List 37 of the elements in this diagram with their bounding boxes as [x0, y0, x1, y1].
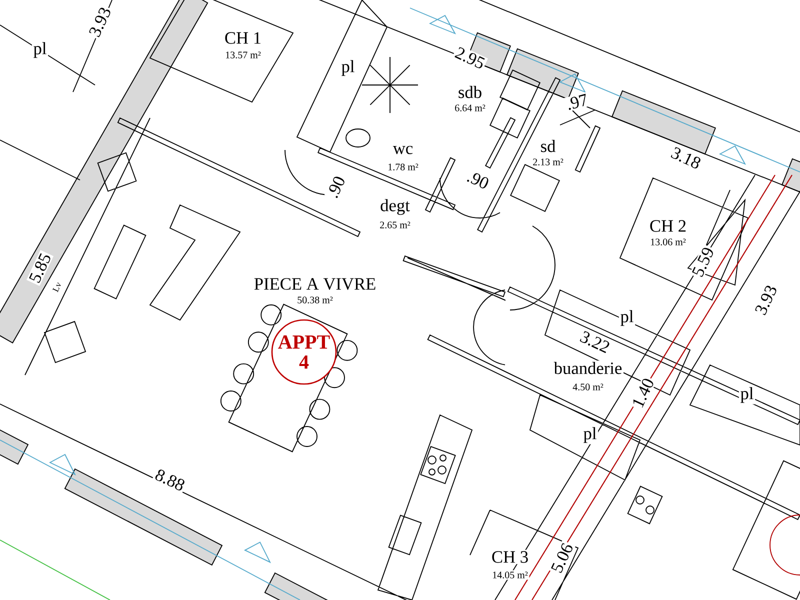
room-label: pl: [618, 308, 636, 328]
room-label: pl: [32, 40, 48, 60]
dimension-label: 3.22: [577, 328, 613, 356]
room-label: sd: [538, 138, 558, 154]
dimension-label: 3.18: [668, 144, 704, 172]
area-label: 6.64 m²: [453, 103, 487, 113]
room-label: pl: [340, 58, 356, 78]
dimension-label: .90: [324, 172, 348, 202]
dimension-label: .97: [563, 92, 591, 112]
dimension-label: 1.40: [630, 375, 657, 411]
room-label: CH 2: [648, 218, 688, 234]
area-label: 50.38 m²: [296, 295, 334, 305]
apartment-stamp: APPT 4: [271, 319, 337, 385]
dimension-label: 5.59: [690, 244, 716, 280]
dimension-label: 2.95: [452, 44, 488, 72]
area-label: 2.13 m²: [531, 157, 565, 167]
dimension-label: 5.85: [26, 250, 54, 286]
dimension-label: 3.93: [752, 282, 780, 318]
room-label: pl: [582, 426, 598, 444]
dimension-label: 3.93: [86, 4, 114, 40]
area-label: 13.06 m²: [648, 237, 688, 247]
area-label: 1.78 m²: [386, 162, 420, 172]
room-label: sdb: [456, 84, 484, 100]
area-label: 4.50 m²: [571, 382, 605, 392]
room-label: buanderie: [552, 360, 624, 376]
room-label: degt: [378, 198, 412, 216]
area-label: 13.57 m²: [224, 50, 262, 60]
room-label: CH 1: [223, 30, 263, 46]
room-label: pl: [738, 386, 756, 404]
area-label: 2.65 m²: [378, 220, 412, 230]
room-label: CH 3: [490, 550, 530, 564]
dimension-label: 5.06: [548, 540, 576, 576]
room-label: wc: [392, 144, 414, 156]
area-label: 14.05 m²: [490, 570, 530, 580]
room-label: PIECE A VIVRE: [252, 276, 378, 292]
dimension-label: 8.88: [152, 466, 188, 494]
dimension-label: .90: [464, 168, 492, 192]
